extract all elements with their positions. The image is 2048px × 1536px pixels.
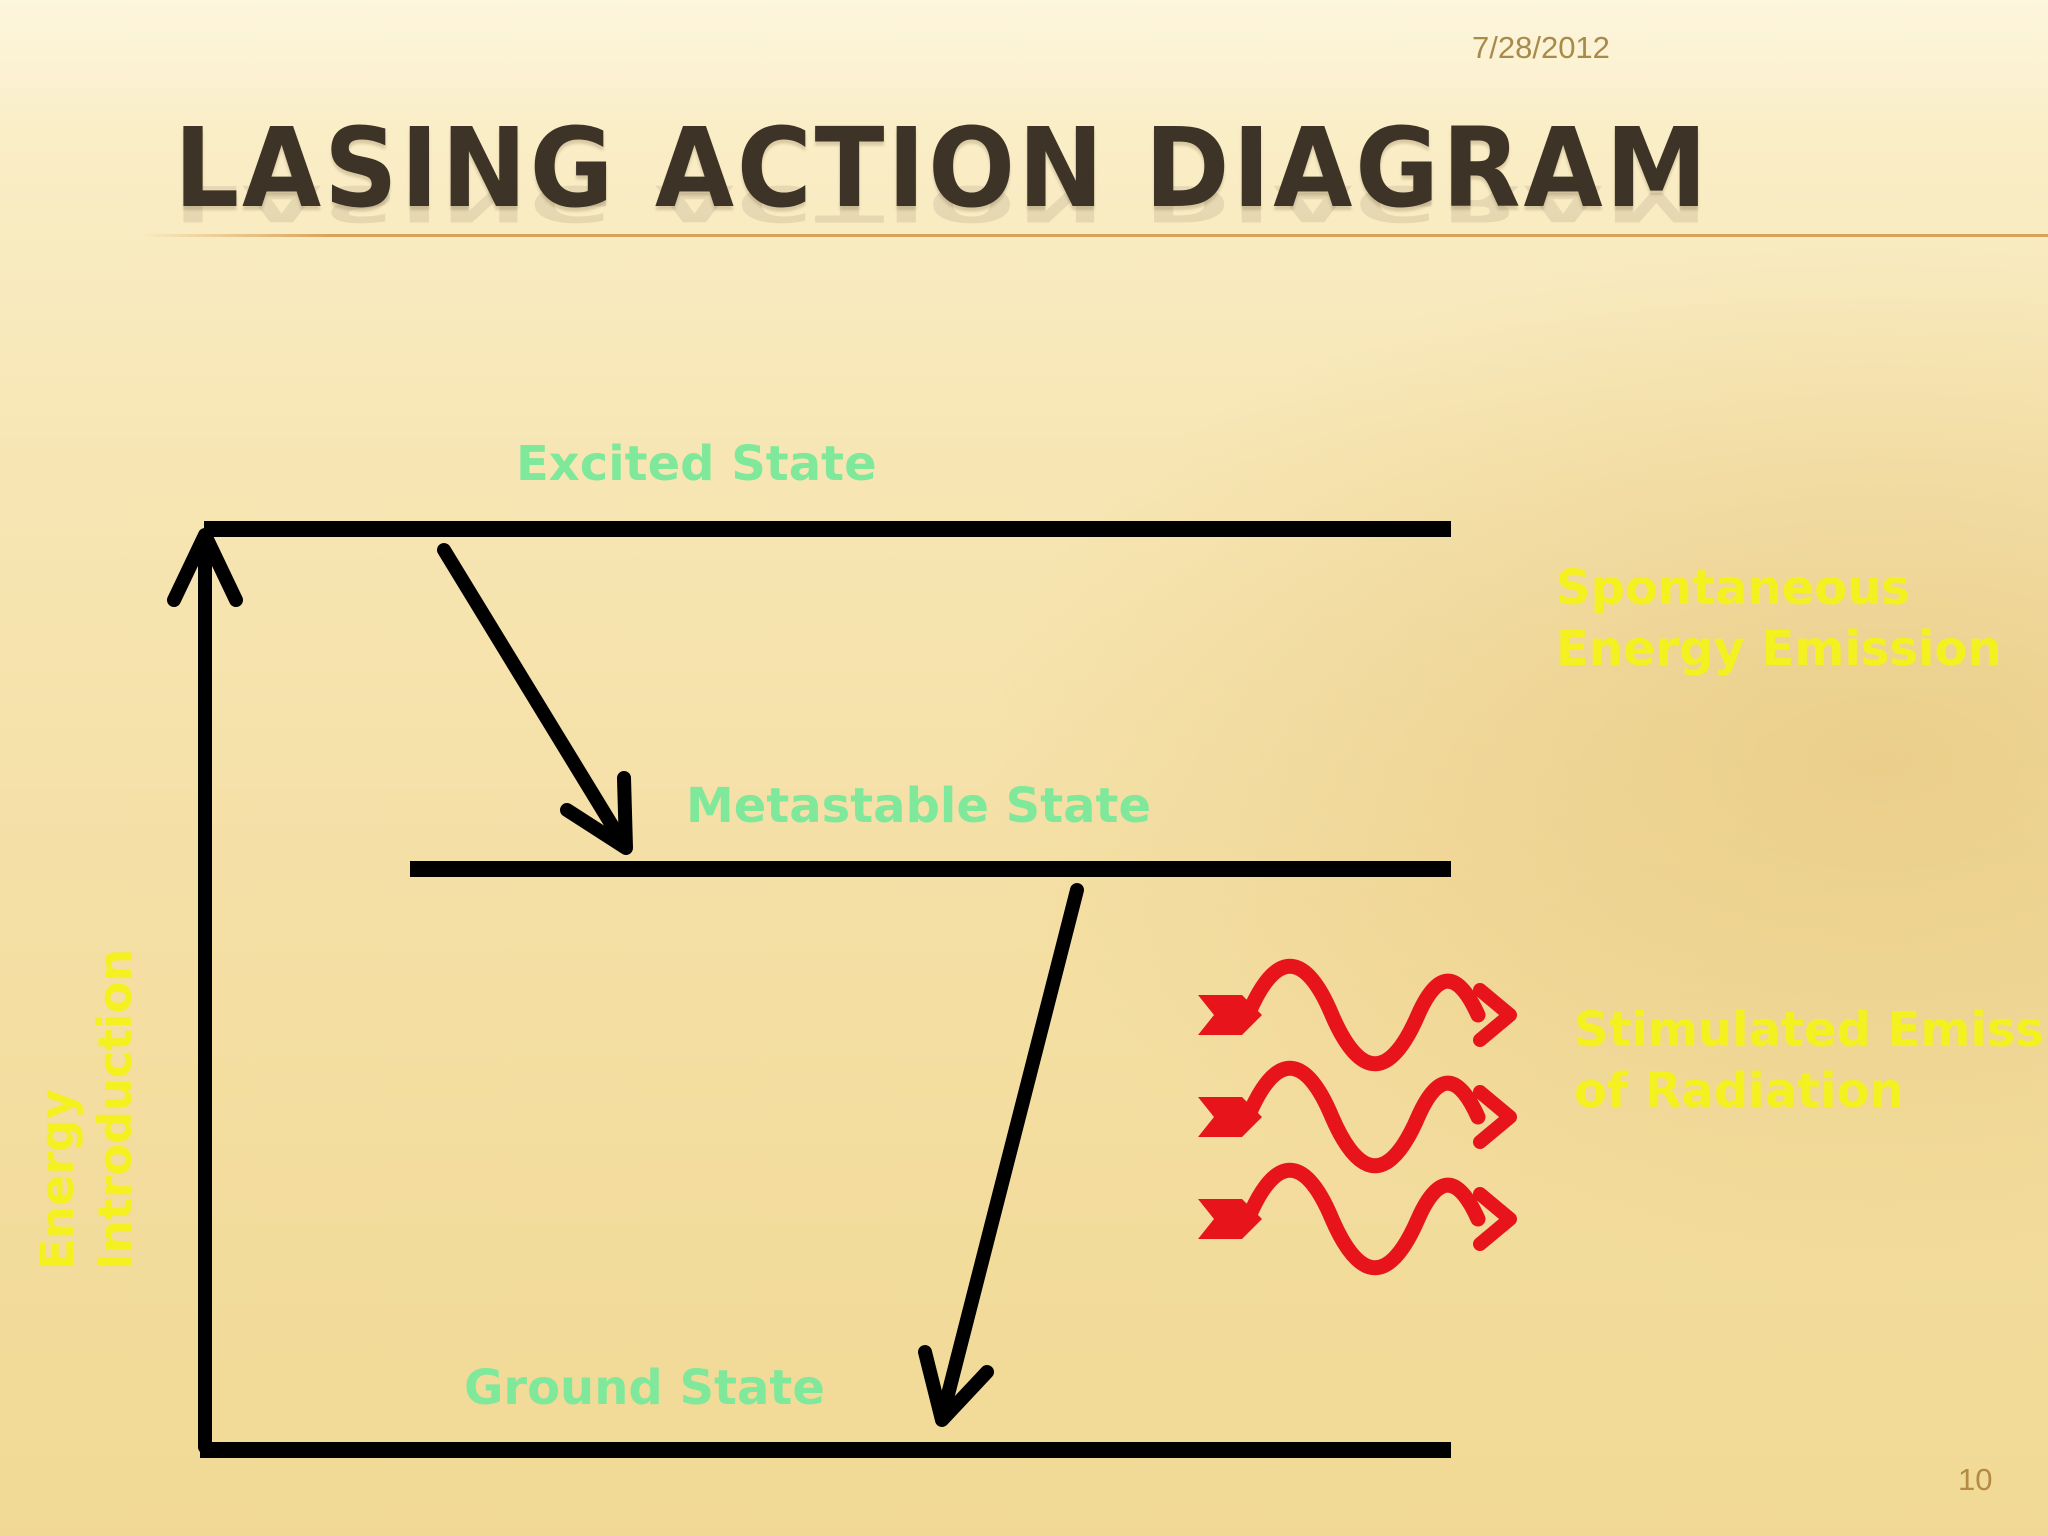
slide-date: 7/28/2012 xyxy=(1472,30,1610,65)
photon-wave-1 xyxy=(1198,958,1517,1072)
ground-state-label: Ground State xyxy=(464,1360,825,1416)
metastable-state-label: Metastable State xyxy=(686,778,1152,834)
photon-wave-2 xyxy=(1198,1060,1517,1174)
title-underline xyxy=(140,234,2048,237)
energy-introduction-line-2: Introduction xyxy=(88,948,142,1270)
slide-title: LASING ACTION DIAGRAM xyxy=(174,104,1711,232)
photon-wave-3 xyxy=(1198,1162,1517,1276)
stimulated-emission-arrow xyxy=(918,883,1084,1427)
spontaneous-emission-line-2: Energy Emission xyxy=(1556,621,2002,677)
background-highlight xyxy=(0,0,2048,120)
stimulated-emission-line-1: Stimulated Emission xyxy=(1574,1002,2048,1058)
stimulated-emission-label: Stimulated Emission of Radiation xyxy=(1574,1000,2048,1122)
energy-introduction-label: Energy Introduction xyxy=(28,949,144,1270)
stimulated-emission-line-2: of Radiation xyxy=(1574,1063,1904,1119)
spontaneous-emission-line-1: Spontaneous xyxy=(1556,560,1910,616)
energy-introduction-arrow xyxy=(167,528,243,1454)
excited-state-label: Excited State xyxy=(516,436,877,492)
spontaneous-emission-label: Spontaneous Energy Emission xyxy=(1556,558,2002,680)
spontaneous-emission-arrow xyxy=(437,543,633,855)
energy-introduction-line-1: Energy xyxy=(30,1089,84,1270)
page-number: 10 xyxy=(1958,1462,1993,1497)
